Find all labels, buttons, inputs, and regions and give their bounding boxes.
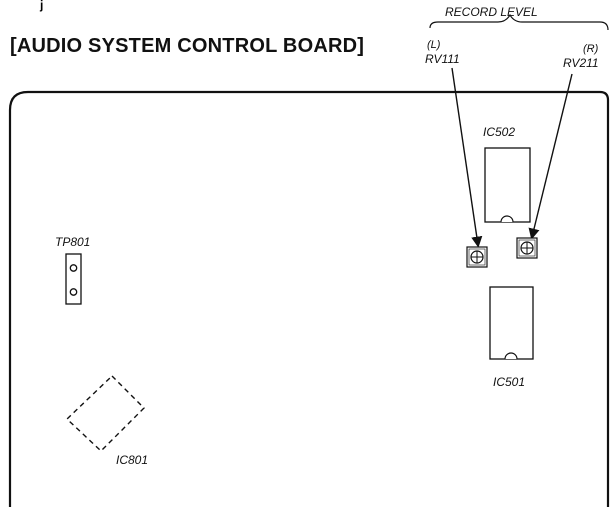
rv111-channel-label: (L): [427, 39, 441, 51]
rv111-arrow: [451, 67, 483, 248]
rv211-arrow: [528, 73, 573, 240]
ic501-label: IC501: [493, 375, 525, 389]
rv211-channel-label: (R): [583, 43, 599, 55]
ic801-label: IC801: [116, 453, 148, 467]
record-level-label: RECORD LEVEL: [445, 5, 538, 19]
tp801-connector: [65, 253, 82, 305]
rv211-trimmer: [516, 237, 538, 259]
ic502-chip: [484, 147, 531, 223]
ic502-label: IC502: [483, 125, 515, 139]
rv111-ref-label: RV111: [425, 52, 460, 66]
partial-caption: j: [39, 0, 43, 12]
ic801-outline: [65, 375, 145, 452]
tp801-label: TP801: [55, 235, 90, 249]
board-title: [AUDIO SYSTEM CONTROL BOARD]: [10, 35, 365, 57]
rv111-trimmer: [466, 246, 488, 268]
ic501-chip: [489, 286, 534, 360]
board-outline: [8, 90, 610, 507]
rv211-ref-label: RV211: [563, 56, 599, 70]
record-level-bracket: [429, 13, 609, 31]
